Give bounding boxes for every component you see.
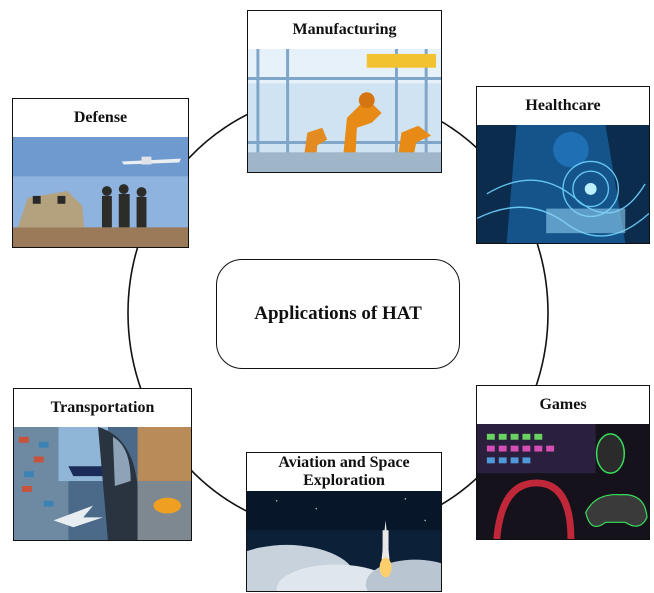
node-aviation: Aviation and Space Exploration xyxy=(246,452,442,592)
photo-defense xyxy=(13,137,188,247)
photo-aviation xyxy=(247,491,441,591)
photo-manufacturing xyxy=(248,49,441,172)
photo-games xyxy=(477,424,649,539)
node-title-games: Games xyxy=(477,386,649,425)
node-title-healthcare: Healthcare xyxy=(477,87,649,126)
node-healthcare: Healthcare xyxy=(476,86,650,244)
center-label: Applications of HAT xyxy=(254,303,422,324)
photo-transportation xyxy=(14,427,191,540)
node-manufacturing: Manufacturing xyxy=(247,10,442,173)
node-title-manufacturing: Manufacturing xyxy=(248,11,441,50)
node-title-transportation: Transportation xyxy=(14,389,191,428)
photo-healthcare xyxy=(477,125,649,243)
node-title-aviation: Aviation and Space Exploration xyxy=(247,453,441,492)
node-title-defense: Defense xyxy=(13,99,188,138)
node-defense: Defense xyxy=(12,98,189,248)
node-transportation: Transportation xyxy=(13,388,192,541)
node-games: Games xyxy=(476,385,650,540)
center-node: Applications of HAT xyxy=(216,259,460,369)
